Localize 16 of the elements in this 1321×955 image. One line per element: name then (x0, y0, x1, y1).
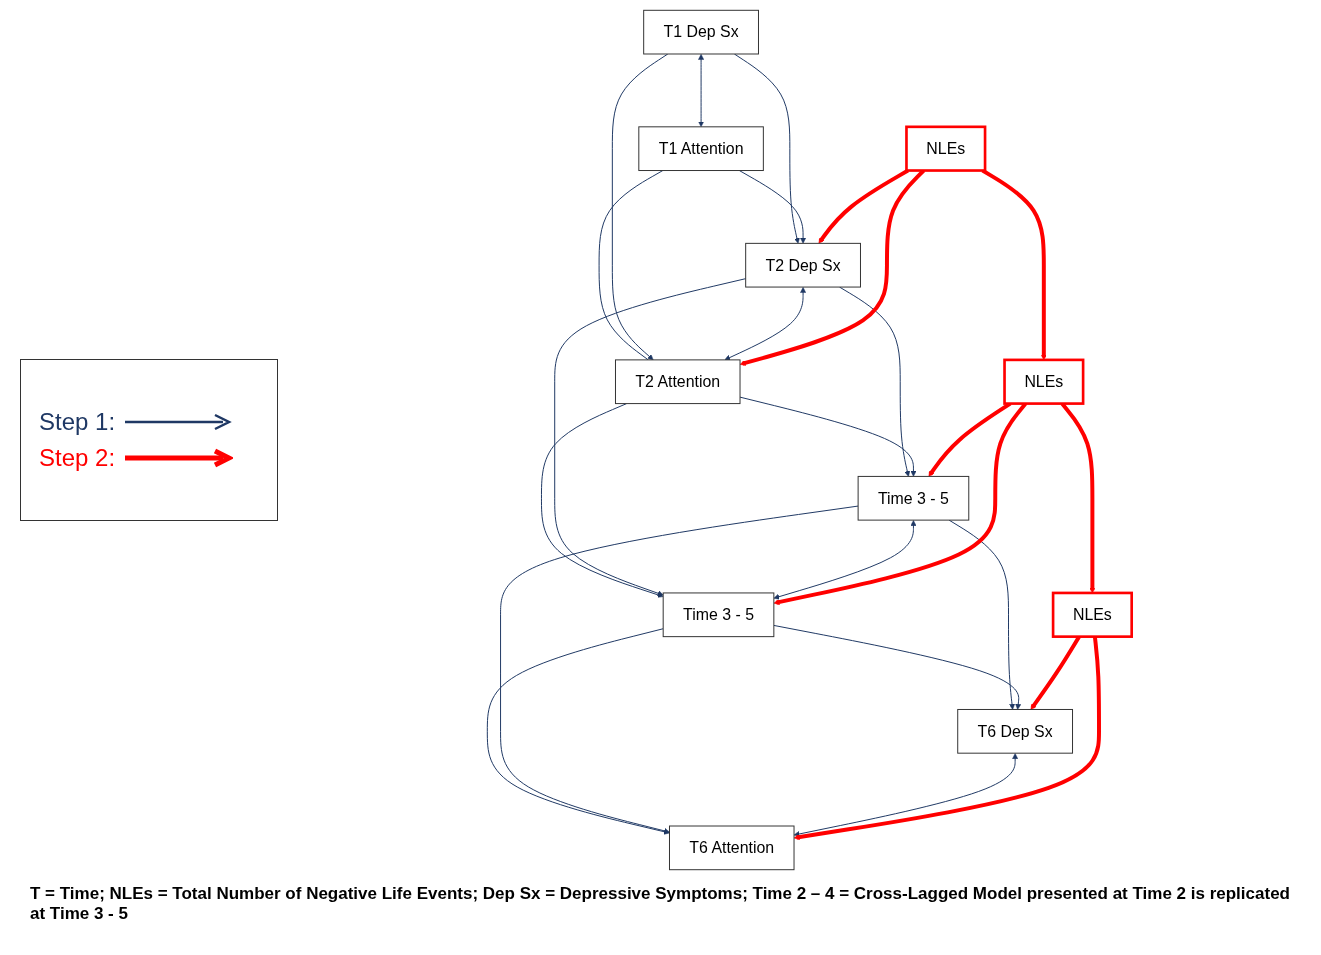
node-box: NLEs (1003, 358, 1085, 405)
node-box: T6 Dep Sx (957, 708, 1074, 754)
node-box: NLEs (905, 125, 987, 172)
caption: T = Time; NLEs = Total Number of Negative Life Events; Dep Sx = Depressive Symptoms; Time 2 – 4 = Cross-Lagged Model presented at Time 2 is replicated at Time 3 - 5 (29, 883, 1291, 925)
node-box: Time 3 - 5 (662, 592, 775, 638)
node-box: T6 Attention (669, 825, 795, 871)
node-box: NLEs (1051, 591, 1133, 638)
legend-label: Step 2: (39, 444, 116, 472)
node-box: Time 3 - 5 (857, 475, 970, 521)
arrow (818, 168, 909, 244)
node-box: T2 Attention (615, 359, 741, 405)
legend-label: Step 1: (39, 408, 116, 436)
connector (598, 170, 664, 361)
node-box: T2 Dep Sx (745, 242, 861, 288)
node-box: T1 Dep Sx (643, 9, 759, 55)
node-box: T1 Attention (638, 126, 764, 172)
